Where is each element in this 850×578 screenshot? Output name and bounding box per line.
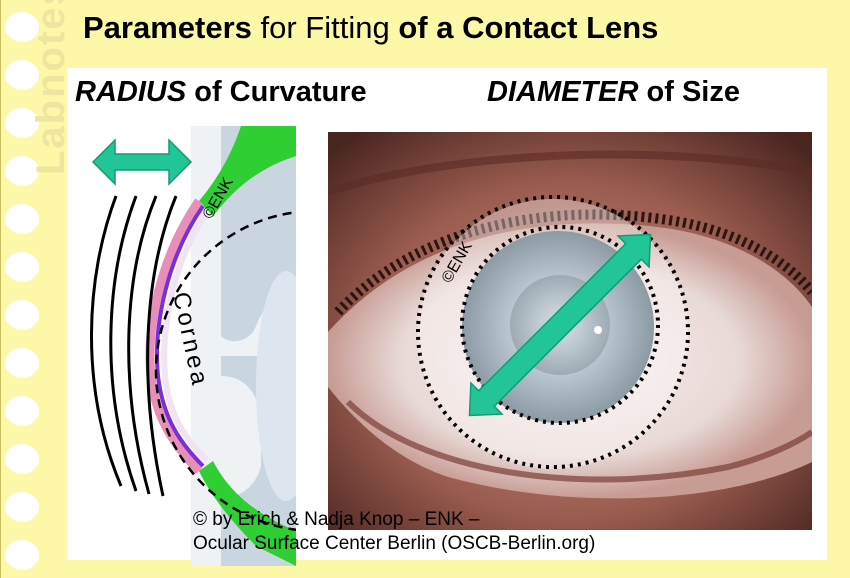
light-reflex bbox=[594, 326, 602, 334]
lens-diameter-circle-outer bbox=[416, 195, 690, 469]
binder-hole bbox=[5, 348, 39, 378]
binder-hole bbox=[5, 252, 39, 282]
diameter-rest: of Size bbox=[638, 76, 740, 108]
title-part-3: of a Contact Lens bbox=[398, 10, 659, 45]
contact-lens-curve bbox=[146, 195, 178, 497]
conjunctiva-bottom bbox=[199, 461, 296, 566]
binder-hole bbox=[5, 396, 39, 426]
binder-hole bbox=[5, 156, 39, 186]
radius-rest: of Curvature bbox=[186, 76, 367, 108]
cornea-cross-section-diagram: Cornea ©ENK bbox=[90, 126, 296, 566]
slide-title: Parameters for Fitting of a Contact Lens bbox=[83, 10, 658, 46]
diameter-word: DIAMETER bbox=[487, 76, 639, 108]
eye-photograph: ©ENK bbox=[328, 132, 812, 530]
iris-diameter-circle-inner bbox=[460, 225, 660, 425]
tear-film-layer bbox=[145, 198, 203, 475]
credits-line-1: © by Erich & Nadja Knop – ENK – bbox=[193, 509, 480, 530]
radius-word: RADIUS bbox=[75, 76, 187, 108]
binder-hole bbox=[5, 12, 39, 42]
title-part-1: Parameters bbox=[83, 10, 252, 45]
lower-eyelid bbox=[345, 399, 812, 483]
upper-eyelid-crease bbox=[328, 150, 812, 196]
curvature-radius-circle bbox=[154, 211, 296, 531]
radius-heading: RADIUS of Curvature bbox=[75, 76, 367, 109]
cornea-layer bbox=[155, 204, 205, 468]
credits-line-2: Ocular Surface Center Berlin (OSCB-Berli… bbox=[193, 533, 596, 554]
title-part-2: for Fitting bbox=[251, 10, 399, 45]
watermark-text: Labnotes bbox=[29, 0, 73, 175]
contact-lens-curve bbox=[109, 195, 138, 492]
lens-capsule bbox=[256, 271, 296, 501]
cornea-stroma bbox=[161, 210, 210, 463]
contact-lens-curve bbox=[127, 195, 158, 495]
radius-double-arrow bbox=[91, 138, 193, 186]
conjunctiva-top bbox=[199, 126, 296, 216]
binder-hole bbox=[5, 300, 39, 330]
diameter-heading: DIAMETER of Size bbox=[487, 76, 740, 109]
binder-hole bbox=[5, 204, 39, 234]
diameter-double-arrow bbox=[468, 233, 652, 417]
binder-hole bbox=[5, 540, 39, 570]
binder-hole bbox=[5, 492, 39, 522]
binder-hole bbox=[5, 60, 39, 90]
binder-holes bbox=[1, 0, 45, 578]
credits-block: © by Erich & Nadja Knop – ENK – Ocular S… bbox=[193, 508, 595, 556]
contact-lens-curve bbox=[90, 195, 123, 487]
eyelashes bbox=[334, 209, 812, 316]
binder-hole bbox=[5, 108, 39, 138]
binder-hole bbox=[5, 444, 39, 474]
